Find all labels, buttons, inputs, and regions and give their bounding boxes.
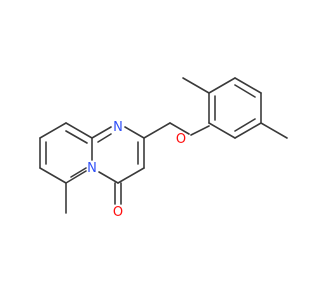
bond [39,122,67,139]
bond [234,118,256,132]
bond [97,133,112,143]
bond [65,170,87,184]
bond [169,122,190,135]
bond [39,167,67,184]
bonds [39,77,288,214]
bond [234,84,256,98]
bond [98,171,119,184]
bond [182,77,210,94]
atom-label-nitrogen: N [87,161,97,176]
bond [124,126,145,139]
bond [143,122,171,139]
bond [208,122,236,139]
bond [117,167,145,184]
bond [190,125,210,136]
bond [65,122,93,139]
atom-label-oxygen: O [113,205,123,220]
bond [260,122,288,139]
bond [208,77,236,94]
atom-label-oxygen: O [176,132,186,147]
bond [234,122,262,139]
bond [70,167,87,178]
bond [91,126,112,139]
bond [65,130,88,144]
molecule-structure-diagram: N N O O [0,0,300,300]
diagram-background [0,0,300,300]
atom-labels: N N O O [87,120,186,220]
atom-label-nitrogen: N [113,120,123,135]
bond [234,77,262,94]
